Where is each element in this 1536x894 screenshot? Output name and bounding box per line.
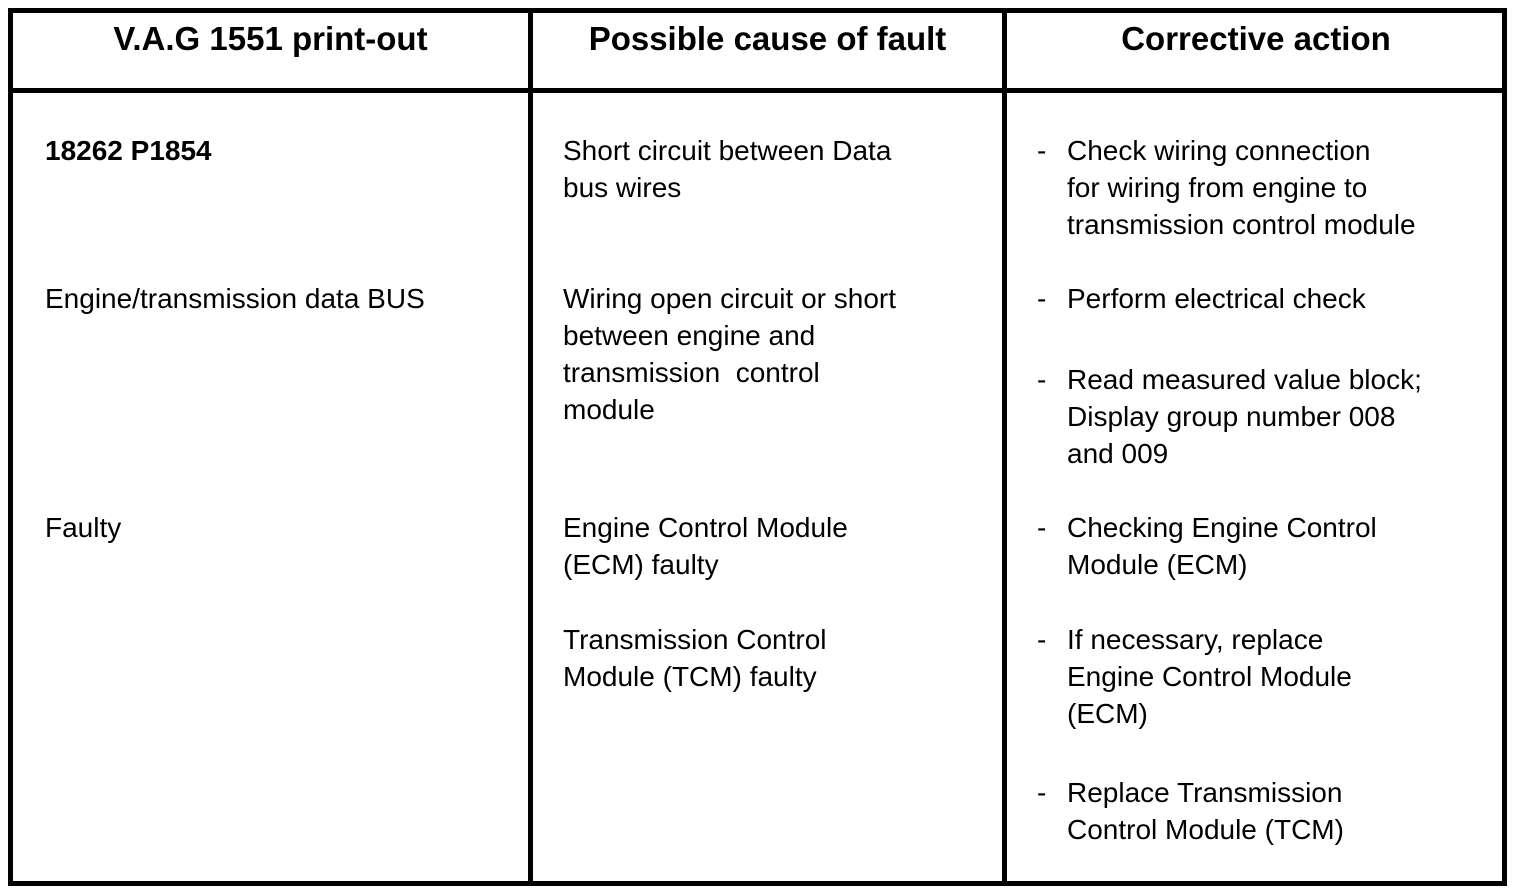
cause-wiring-open: Wiring open circuit or short between eng…: [563, 283, 897, 425]
action-text: Check wiring connection for wiring from …: [1067, 135, 1416, 240]
action-check-wiring: - Check wiring connection for wiring fro…: [1037, 132, 1497, 243]
bullet-dash: -: [1037, 512, 1047, 543]
action-text: Checking Engine Control Module (ECM): [1067, 512, 1377, 580]
bullet-dash: -: [1037, 135, 1047, 166]
action-check-ecm: - Checking Engine Control Module (ECM): [1037, 509, 1497, 583]
action-electrical-check: - Perform electrical check: [1037, 280, 1497, 317]
bullet-dash: -: [1037, 777, 1047, 808]
column-divider-1: [528, 8, 533, 886]
action-text: Replace Transmission Control Module (TCM…: [1067, 777, 1344, 845]
bullet-dash: -: [1037, 283, 1047, 314]
cause-tcm-faulty: Transmission Control Module (TCM) faulty: [563, 624, 827, 692]
column-divider-2: [1002, 8, 1007, 886]
action-text: Perform electrical check: [1067, 283, 1366, 314]
action-replace-ecm: - If necessary, replace Engine Control M…: [1037, 621, 1497, 732]
action-text: Read measured value block; Display group…: [1067, 364, 1422, 469]
action-text: If necessary, replace Engine Control Mod…: [1067, 624, 1352, 729]
column-header-printout: V.A.G 1551 print-out: [113, 20, 428, 57]
fault-code: 18262 P1854: [45, 135, 212, 166]
bullet-dash: -: [1037, 624, 1047, 655]
printout-faulty: Faulty: [45, 512, 122, 543]
printout-data-bus: Engine/transmission data BUS: [45, 283, 425, 314]
table-outer-border: [8, 8, 1507, 886]
header-divider: [8, 88, 1507, 93]
column-header-corrective: Corrective action: [1121, 20, 1391, 57]
column-header-cause: Possible cause of fault: [588, 20, 947, 57]
cause-short-circuit: Short circuit between Data bus wires: [563, 135, 892, 203]
bullet-dash: -: [1037, 364, 1047, 395]
action-replace-tcm: - Replace Transmission Control Module (T…: [1037, 774, 1497, 848]
cause-ecm-faulty: Engine Control Module (ECM) faulty: [563, 512, 848, 580]
action-read-value-block: - Read measured value block; Display gro…: [1037, 361, 1497, 472]
